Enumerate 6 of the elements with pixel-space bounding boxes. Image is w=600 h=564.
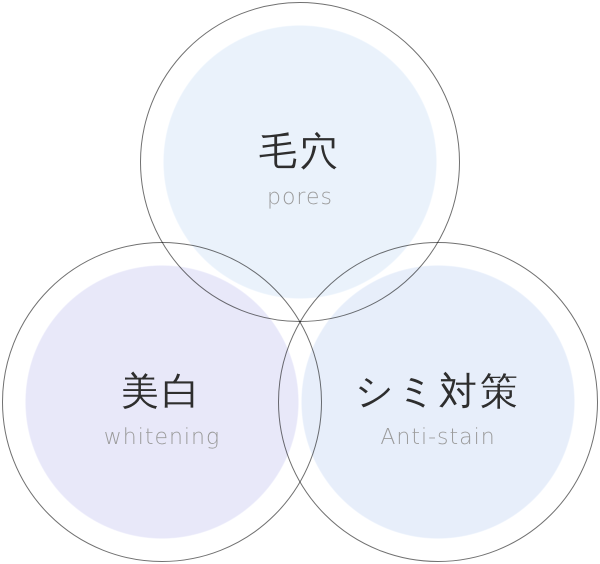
category-subtitle: whitening: [104, 424, 220, 452]
category-subtitle: pores: [267, 184, 333, 212]
category-title: 毛穴: [259, 130, 341, 173]
category-title: シミ対策: [355, 370, 521, 413]
category-subtitle: Anti-stain: [380, 424, 496, 452]
category-title: 美白: [121, 370, 203, 413]
